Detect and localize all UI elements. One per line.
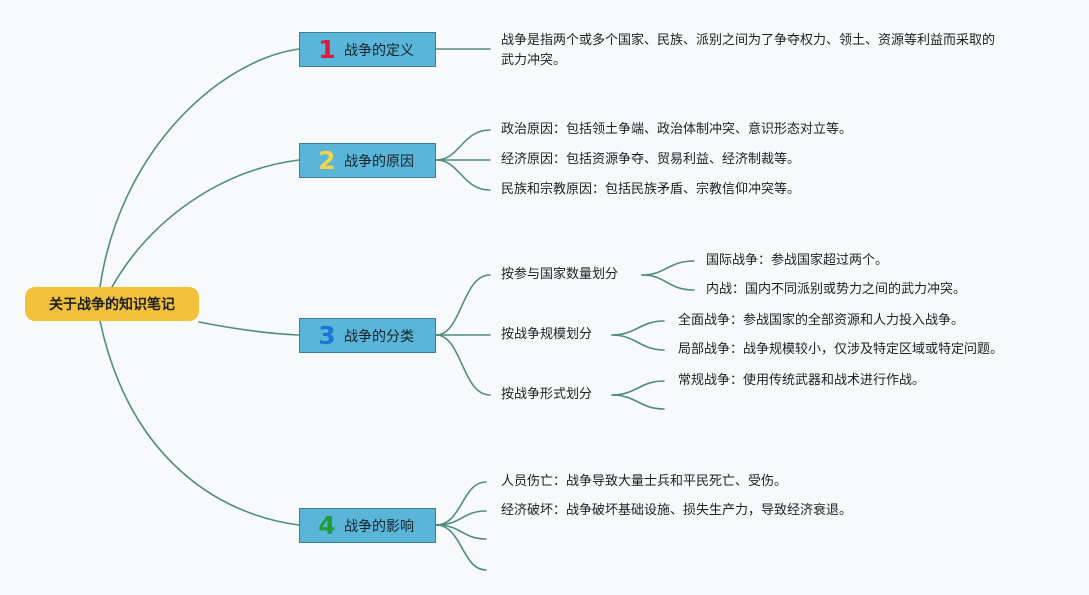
conventional-war-node[interactable]: 常规战争：使用传统武器和战术进行作战。 bbox=[678, 373, 926, 388]
impact-economic-node[interactable]: 经济破坏：战争破坏基础设施、损失生产力，导致经济衰退。 bbox=[501, 503, 853, 518]
number-2-icon: 2 bbox=[318, 146, 336, 175]
number-3-icon: 3 bbox=[318, 321, 336, 350]
civil-war-node[interactable]: 内战：国内不同派别或势力之间的武力冲突。 bbox=[706, 282, 967, 297]
international-war-node[interactable]: 国际战争：参战国家超过两个。 bbox=[706, 253, 889, 268]
root-to-topic-1-connector bbox=[99, 48, 300, 288]
topic-label: 战争的定义 bbox=[344, 42, 414, 59]
topic-label: 战争的原因 bbox=[344, 153, 414, 170]
topic-definition[interactable]: 1 战争的定义 bbox=[299, 32, 436, 67]
total-war-node[interactable]: 全面战争：参战国家的全部资源和人力投入战争。 bbox=[678, 313, 965, 328]
total-war-connector bbox=[611, 320, 665, 336]
limited-war-node[interactable]: 局部战争：战争规模较小，仅涉及特定区域或特定问题。 bbox=[678, 342, 1004, 357]
root-to-topic-2-connector bbox=[111, 159, 300, 288]
cause-political-node[interactable]: 政治原因：包括领土争端、政治体制冲突、意识形态对立等。 bbox=[501, 122, 853, 137]
cause-3-connector bbox=[435, 159, 491, 191]
number-1-icon: 1 bbox=[318, 35, 336, 64]
cause-1-connector bbox=[435, 129, 491, 161]
root-to-topic-4-connector bbox=[99, 320, 300, 526]
empty-branch-stub bbox=[435, 524, 487, 571]
classification-3-connector bbox=[435, 334, 491, 396]
root-topic[interactable]: 关于战争的知识笔记 bbox=[25, 287, 199, 321]
classification-by-form-node[interactable]: 按战争形式划分 bbox=[501, 387, 593, 402]
classification-1-connector bbox=[435, 274, 491, 336]
topic-impacts[interactable]: 4 战争的影响 bbox=[299, 508, 436, 543]
international-war-connector bbox=[641, 260, 695, 276]
topic-causes[interactable]: 2 战争的原因 bbox=[299, 143, 436, 178]
definition-node[interactable]: 战争是指两个或多个国家、民族、派别之间为了争夺权力、领土、资源等利益而采取的武力… bbox=[501, 33, 996, 68]
topic-classification[interactable]: 3 战争的分类 bbox=[299, 318, 436, 353]
conventional-war-connector bbox=[611, 380, 665, 396]
root-to-topic-3-connector bbox=[198, 321, 300, 336]
impact-casualties-node[interactable]: 人员伤亡：战争导致大量士兵和平民死亡、受伤。 bbox=[501, 474, 788, 489]
empty-branch-stub bbox=[611, 394, 665, 410]
topic-label: 战争的影响 bbox=[344, 518, 414, 535]
limited-war-connector bbox=[611, 334, 665, 351]
cause-economic-node[interactable]: 经济原因：包括资源争夺、贸易利益、经济制裁等。 bbox=[501, 152, 801, 167]
topic-label: 战争的分类 bbox=[344, 328, 414, 345]
classification-by-scale-node[interactable]: 按战争规模划分 bbox=[501, 327, 593, 342]
root-topic-label: 关于战争的知识笔记 bbox=[49, 297, 175, 313]
civil-war-connector bbox=[641, 274, 695, 291]
number-4-icon: 4 bbox=[318, 511, 336, 540]
cause-ethnic-religious-node[interactable]: 民族和宗教原因：包括民族矛盾、宗教信仰冲突等。 bbox=[501, 182, 801, 197]
classification-by-participants-node[interactable]: 按参与国家数量划分 bbox=[501, 267, 619, 282]
